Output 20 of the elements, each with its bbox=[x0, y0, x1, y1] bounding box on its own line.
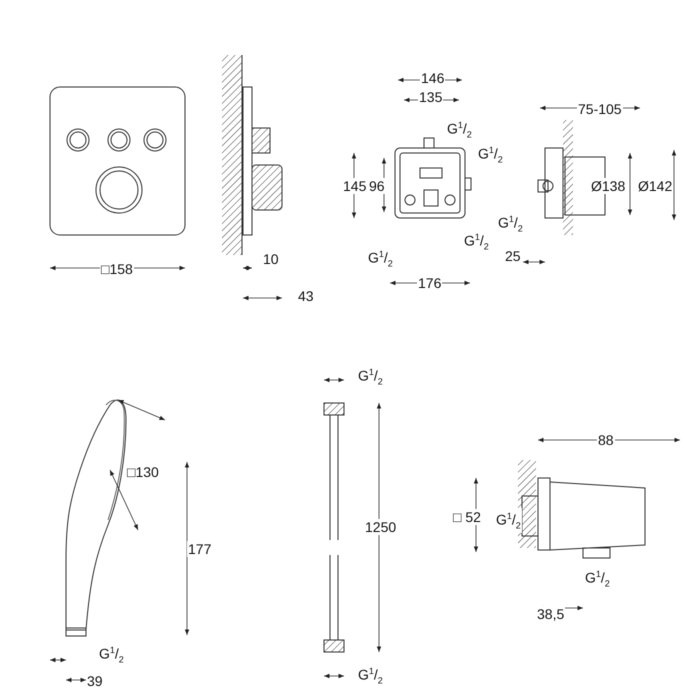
dimension-label: 75-105 bbox=[577, 101, 623, 117]
dimension-label: Ø138 bbox=[590, 178, 626, 194]
dimension-label: 145 bbox=[342, 178, 368, 194]
dimension-label: 25 bbox=[504, 248, 522, 264]
dimension-label: Ø142 bbox=[637, 178, 674, 194]
dimension-label: □130 bbox=[126, 464, 160, 480]
dimension-label: 135 bbox=[418, 89, 444, 105]
dimension-label: 176 bbox=[417, 275, 442, 291]
dimension-label: G$^{1}$/$_{2}$ bbox=[495, 508, 522, 534]
dimension-label: 1250 bbox=[364, 519, 398, 535]
dimension-label: □158 bbox=[100, 261, 134, 277]
dimension-label: 10 bbox=[262, 251, 280, 267]
dimension-label: 177 bbox=[187, 541, 212, 557]
dimension-label: 88 bbox=[597, 432, 615, 448]
dimension-label: 146 bbox=[420, 70, 446, 86]
dimension-label: 39 bbox=[86, 673, 104, 689]
dimension-label: 38,5 bbox=[536, 606, 566, 622]
dimension-label: 96 bbox=[368, 178, 386, 194]
dimension-label: □ 52 bbox=[452, 509, 482, 525]
dimension-label: 43 bbox=[297, 288, 315, 304]
